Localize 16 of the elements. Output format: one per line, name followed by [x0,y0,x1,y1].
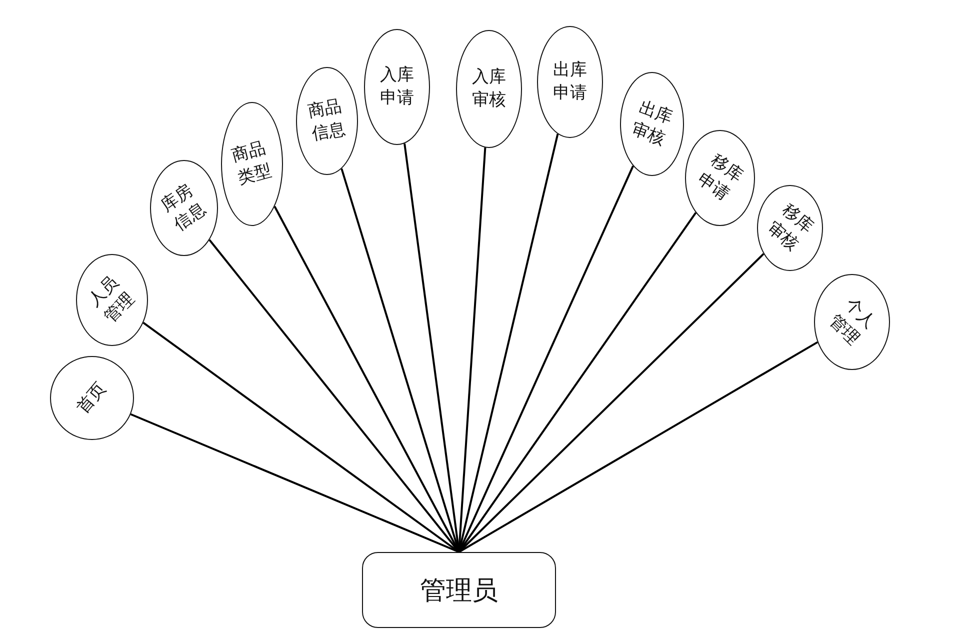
connector-line [130,413,460,553]
function-label: 个人管理 [824,293,881,351]
role-box [362,552,556,628]
function-label: 商品类型 [228,137,275,191]
function-label: 人员管理 [83,271,140,329]
function-label: 入库申请 [379,64,415,110]
role-label: 管理员 [420,574,498,608]
function-label: 出库申请 [552,59,588,105]
function-label: 首页 [72,377,112,420]
function-label: 移库审核 [762,199,818,258]
function-label: 入库审核 [471,66,507,112]
function-label: 移库申请 [693,149,748,207]
function-label: 库房信息 [156,179,211,237]
connector-line [458,341,818,553]
function-label: 商品信息 [305,95,348,147]
function-label: 出库审核 [628,96,676,152]
